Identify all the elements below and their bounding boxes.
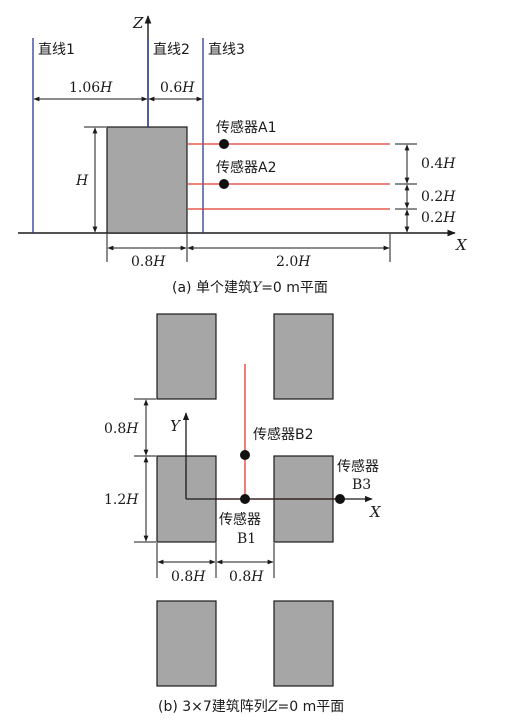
x-axis-label-a: X xyxy=(455,236,468,254)
dim-04-label: 0.4H xyxy=(421,156,456,172)
sensor-b3-label-line1: 传感器 xyxy=(337,458,379,475)
sensor-a2-label: 传感器A2 xyxy=(216,159,276,176)
dim-08b-label: 0.8H xyxy=(229,569,264,585)
dim-02b-label: 0.2H xyxy=(421,210,456,226)
caption-a: (a) 单个建筑Y=0 m平面 xyxy=(172,280,328,296)
building-b-r1c1 xyxy=(156,313,217,400)
sensor-b2-marker xyxy=(240,450,250,460)
sensor-b3-label-line2: B3 xyxy=(352,477,371,493)
line-1-label: 直线1 xyxy=(38,41,75,58)
y-axis-label-b: Y xyxy=(170,417,182,435)
dim-20-label: 2.0H xyxy=(276,254,311,270)
dim-06-label: 0.6H xyxy=(160,80,195,96)
building-b-r3c2 xyxy=(273,600,334,687)
panel-b: Y X 传感器B2 传感器 B1 传感器 B3 0.8H 1.2H 0.8H 0… xyxy=(104,313,382,715)
dim-08a-label: 0.8H xyxy=(171,569,206,585)
caption-b: (b) 3×7建筑阵列Z=0 m平面 xyxy=(158,699,344,715)
sensor-b3-marker xyxy=(335,494,345,504)
dim-08v-label: 0.8H xyxy=(104,421,139,437)
sensor-b1-marker xyxy=(240,494,250,504)
sensor-a1-marker xyxy=(219,139,229,149)
z-axis-label-a: Z xyxy=(132,14,144,32)
sensor-b1-label-line2: B1 xyxy=(237,531,256,547)
dim-h-label: H xyxy=(75,173,89,189)
line-2-label: 直线2 xyxy=(153,41,190,58)
building-b-r3c1 xyxy=(156,600,217,687)
dim-12-label: 1.2H xyxy=(104,492,139,508)
x-axis-label-b: X xyxy=(369,503,382,521)
dim-08-label: 0.8H xyxy=(131,254,166,270)
sensor-b2-label: 传感器B2 xyxy=(253,426,314,443)
dim-02a-label: 0.2H xyxy=(421,189,456,205)
sensor-a1-label: 传感器A1 xyxy=(216,119,276,136)
line-3-label: 直线3 xyxy=(208,41,245,58)
building-b-r1c2 xyxy=(273,313,334,400)
panel-a: X Z 直线1 直线2 直线3 1.06H 0.6H H 传感器A1 传感器A2 xyxy=(18,14,468,296)
sensor-b1-label-line1: 传感器 xyxy=(219,511,261,528)
dim-106-label: 1.06H xyxy=(69,80,113,96)
building-a xyxy=(106,126,188,234)
sensor-a2-marker xyxy=(219,179,229,189)
